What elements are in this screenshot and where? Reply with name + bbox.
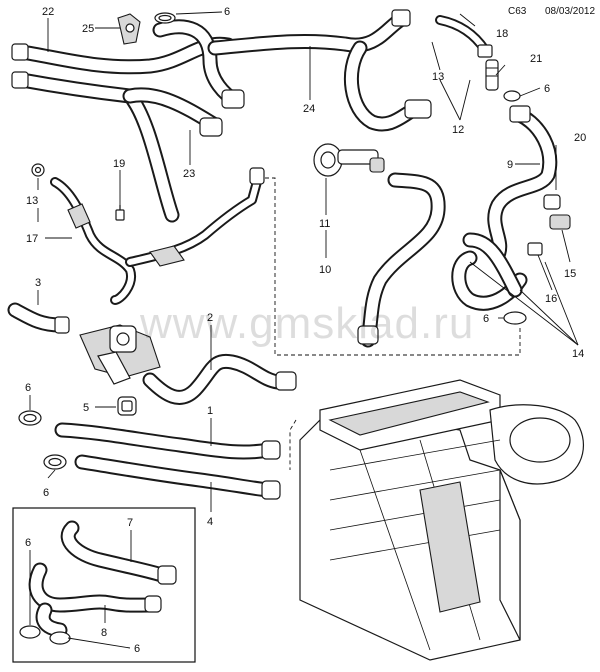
clamp-6-top [154,12,176,24]
callout-17: 17 [26,233,38,245]
callout-18: 18 [496,28,508,40]
callout-24: 24 [303,103,315,115]
hose-1 [54,422,281,460]
callout-8: 8 [101,627,107,639]
connector-21 [485,59,499,91]
callout-4: 4 [207,516,213,528]
callout-22: 22 [42,6,54,18]
callout-1: 1 [207,405,213,417]
clamp-6-left-upper [18,410,42,426]
hose-2 [142,353,297,405]
callout-13: 13 [432,71,444,83]
callout-19: 19 [113,158,125,170]
inset-frame [12,507,196,663]
diagram-code: C63 [508,6,527,17]
hose-9 [487,105,558,263]
hose-end-cap [11,71,29,89]
callout-6: 6 [25,537,31,549]
callout-6: 6 [134,643,140,655]
clamp-6-right [503,90,521,102]
hvac-housing [299,379,584,661]
hose-4 [74,454,281,500]
hose-24 [207,9,432,132]
valve-11 [313,143,385,177]
hose-23 [152,19,245,109]
callout-2: 2 [207,312,213,324]
callout-5: 5 [83,402,89,414]
valve-bracket [79,324,161,385]
callout-6: 6 [544,83,550,95]
clamp-6-inset-b [49,631,71,645]
callout-14: 14 [572,348,584,360]
leader-lines [29,11,579,649]
callout-21: 21 [530,53,542,65]
callout-6: 6 [224,6,230,18]
callout-6: 6 [483,313,489,325]
hose-3 [7,302,70,334]
washer-13-left [31,163,45,177]
callouts: 22 25 6 24 23 19 13 17 3 2 6 5 1 6 4 7 6… [25,6,586,655]
connector-20 [543,194,571,230]
callout-15: 15 [564,268,576,280]
diagram-date: 08/03/2012 [545,6,595,17]
callout-7: 7 [127,517,133,529]
hose-end-cap [11,43,29,61]
callout-9: 9 [507,159,513,171]
watermark: www.gmsklad.ru [139,299,474,348]
callout-25: 25 [82,23,94,35]
clip-15 [527,242,543,256]
clip-25 [117,13,141,45]
hose-17 [50,167,265,305]
hose-7 [60,520,177,585]
callout-12: 12 [452,124,464,136]
hose-10 [357,172,446,348]
clamp-6-left-lower [43,454,67,470]
callout-3: 3 [35,277,41,289]
clamp-5 [117,396,137,416]
callout-20: 20 [574,132,586,144]
callout-10: 10 [319,264,331,276]
callout-6: 6 [43,487,49,499]
callout-23: 23 [183,168,195,180]
callout-11: 11 [319,218,330,230]
callout-16: 16 [545,293,557,305]
hose-end-cap [199,117,223,137]
hose-8 [28,562,162,638]
callout-13: 13 [26,195,38,207]
clamp-6-inset-a [19,625,41,639]
hose-18 [435,15,493,58]
callout-6: 6 [25,382,31,394]
